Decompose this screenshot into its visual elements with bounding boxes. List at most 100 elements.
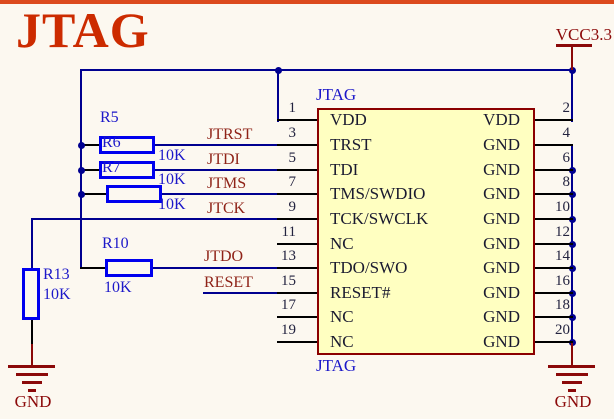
value-r13[interactable]: 10K xyxy=(43,286,71,303)
pin-name-12: GND xyxy=(483,234,520,253)
wire-jtck-vertical[interactable] xyxy=(31,218,33,269)
pin-name-8: GND xyxy=(483,184,520,203)
component-comment[interactable]: JTAG xyxy=(316,356,357,375)
pin-name-18: GND xyxy=(483,307,520,326)
gnd-right-bar3-icon xyxy=(562,381,582,384)
value-r5[interactable]: 10K xyxy=(158,147,186,164)
value-r10[interactable]: 10K xyxy=(104,279,132,296)
pin-stub-20 xyxy=(535,341,573,343)
wire-rail-r5[interactable] xyxy=(80,144,101,146)
pin-number-9: 9 xyxy=(288,199,297,215)
net-label-jtms[interactable]: JTMS xyxy=(207,175,247,192)
vcc-power-stem xyxy=(571,47,573,70)
wire-jtdi[interactable] xyxy=(154,169,278,171)
designator-r13[interactable]: R13 xyxy=(43,266,70,283)
pin-name-13: TDO/SWO xyxy=(330,258,408,277)
value-r6[interactable]: 10K xyxy=(158,171,186,188)
pin-stub-19 xyxy=(277,341,317,343)
pin-number-7: 7 xyxy=(288,174,297,190)
pin-stub-3 xyxy=(277,144,317,146)
pin-number-1: 1 xyxy=(288,100,297,116)
pin-stub-9 xyxy=(277,218,317,220)
resistor-body-r6[interactable] xyxy=(99,161,155,179)
pin-stub-16 xyxy=(535,292,573,294)
pin-stub-1 xyxy=(277,119,317,121)
net-label-jtdo[interactable]: JTDO xyxy=(204,248,244,265)
resistor-body-r13[interactable] xyxy=(22,268,40,320)
gnd-left-label[interactable]: GND xyxy=(14,392,52,411)
net-label-jtck[interactable]: JTCK xyxy=(207,200,246,217)
pin-number-11: 11 xyxy=(281,224,296,240)
pin-number-5: 5 xyxy=(288,150,297,166)
pin-name-10: GND xyxy=(483,209,520,228)
pin-number-16: 16 xyxy=(555,273,570,289)
pin-number-17: 17 xyxy=(281,297,296,313)
pin-number-14: 14 xyxy=(555,248,570,264)
net-label-jtdi[interactable]: JTDI xyxy=(207,151,240,168)
pin-number-8: 8 xyxy=(562,174,571,190)
wire-jtdo[interactable] xyxy=(152,267,278,269)
value-r7[interactable]: 10K xyxy=(158,196,186,213)
wire-rail-r6[interactable] xyxy=(80,169,101,171)
wire-jtms[interactable] xyxy=(161,193,278,195)
resistor-body-r5[interactable] xyxy=(99,136,155,154)
designator-r6[interactable]: R6 xyxy=(102,134,121,151)
wire-rail-r10[interactable] xyxy=(80,267,106,269)
pin-name-1: VDD xyxy=(330,110,367,129)
junction-dot xyxy=(569,67,576,74)
wire-jtck[interactable] xyxy=(31,218,278,220)
pin-name-5: TDI xyxy=(330,160,359,179)
wire-pin2-vertical[interactable] xyxy=(571,69,573,122)
gnd-right-bar1-icon[interactable] xyxy=(548,365,595,368)
net-label-reset[interactable]: RESET xyxy=(204,274,253,291)
pin-number-3: 3 xyxy=(288,125,297,141)
wire-rail-r7[interactable] xyxy=(80,193,107,195)
net-label-jtrst[interactable]: JTRST xyxy=(207,126,253,143)
pin-number-18: 18 xyxy=(555,297,570,313)
designator-r7[interactable]: R7 xyxy=(102,159,121,176)
resistor-body-r10[interactable] xyxy=(105,259,153,277)
pin-name-14: GND xyxy=(483,258,520,277)
pin-number-20: 20 xyxy=(555,322,570,338)
designator-r5[interactable]: R5 xyxy=(100,109,119,126)
vcc-power-port-label[interactable]: VCC3.3 xyxy=(555,25,612,44)
pin-name-2: VDD xyxy=(483,110,520,129)
resistor-body-r7[interactable] xyxy=(106,185,162,203)
wire-pin1-vertical[interactable] xyxy=(277,69,279,122)
sheet-top-border xyxy=(0,0,614,4)
pin-number-13: 13 xyxy=(281,248,296,264)
vcc-power-bar-icon[interactable] xyxy=(556,44,592,47)
pin-stub-18 xyxy=(535,316,573,318)
pin-stub-12 xyxy=(535,243,573,245)
junction-dot xyxy=(78,167,85,174)
gnd-right-label[interactable]: GND xyxy=(554,392,592,411)
gnd-left-stem xyxy=(31,344,33,366)
pin-number-6: 6 xyxy=(562,150,571,166)
pin-number-19: 19 xyxy=(281,322,296,338)
wire-reset[interactable] xyxy=(203,292,278,294)
component-designator[interactable]: JTAG xyxy=(316,85,357,104)
gnd-right-bar2-icon xyxy=(556,373,588,376)
designator-r10[interactable]: R10 xyxy=(102,235,129,252)
gnd-left-bar4-icon xyxy=(28,389,36,392)
pin-stub-13 xyxy=(277,267,317,269)
pin-stub-11 xyxy=(277,243,317,245)
wire-vcc-horizontal[interactable] xyxy=(80,69,574,71)
pin-number-4: 4 xyxy=(562,125,571,141)
wire-jtrst[interactable] xyxy=(154,144,278,146)
pin-stub-5 xyxy=(277,169,317,171)
pin-stub-15 xyxy=(277,292,317,294)
pin-stub-10 xyxy=(535,218,573,220)
junction-dot xyxy=(275,67,282,74)
gnd-left-bar2-icon xyxy=(16,373,48,376)
component-body-jtag[interactable] xyxy=(317,108,535,355)
wire-r13-gnd[interactable] xyxy=(31,319,33,345)
pin-number-12: 12 xyxy=(555,224,570,240)
pin-name-6: GND xyxy=(483,160,520,179)
pin-stub-7 xyxy=(277,193,317,195)
pin-name-17: NC xyxy=(330,307,354,326)
pin-number-10: 10 xyxy=(555,199,570,215)
junction-dot xyxy=(78,191,85,198)
pin-name-20: GND xyxy=(483,332,520,351)
gnd-left-bar1-icon[interactable] xyxy=(8,365,55,368)
